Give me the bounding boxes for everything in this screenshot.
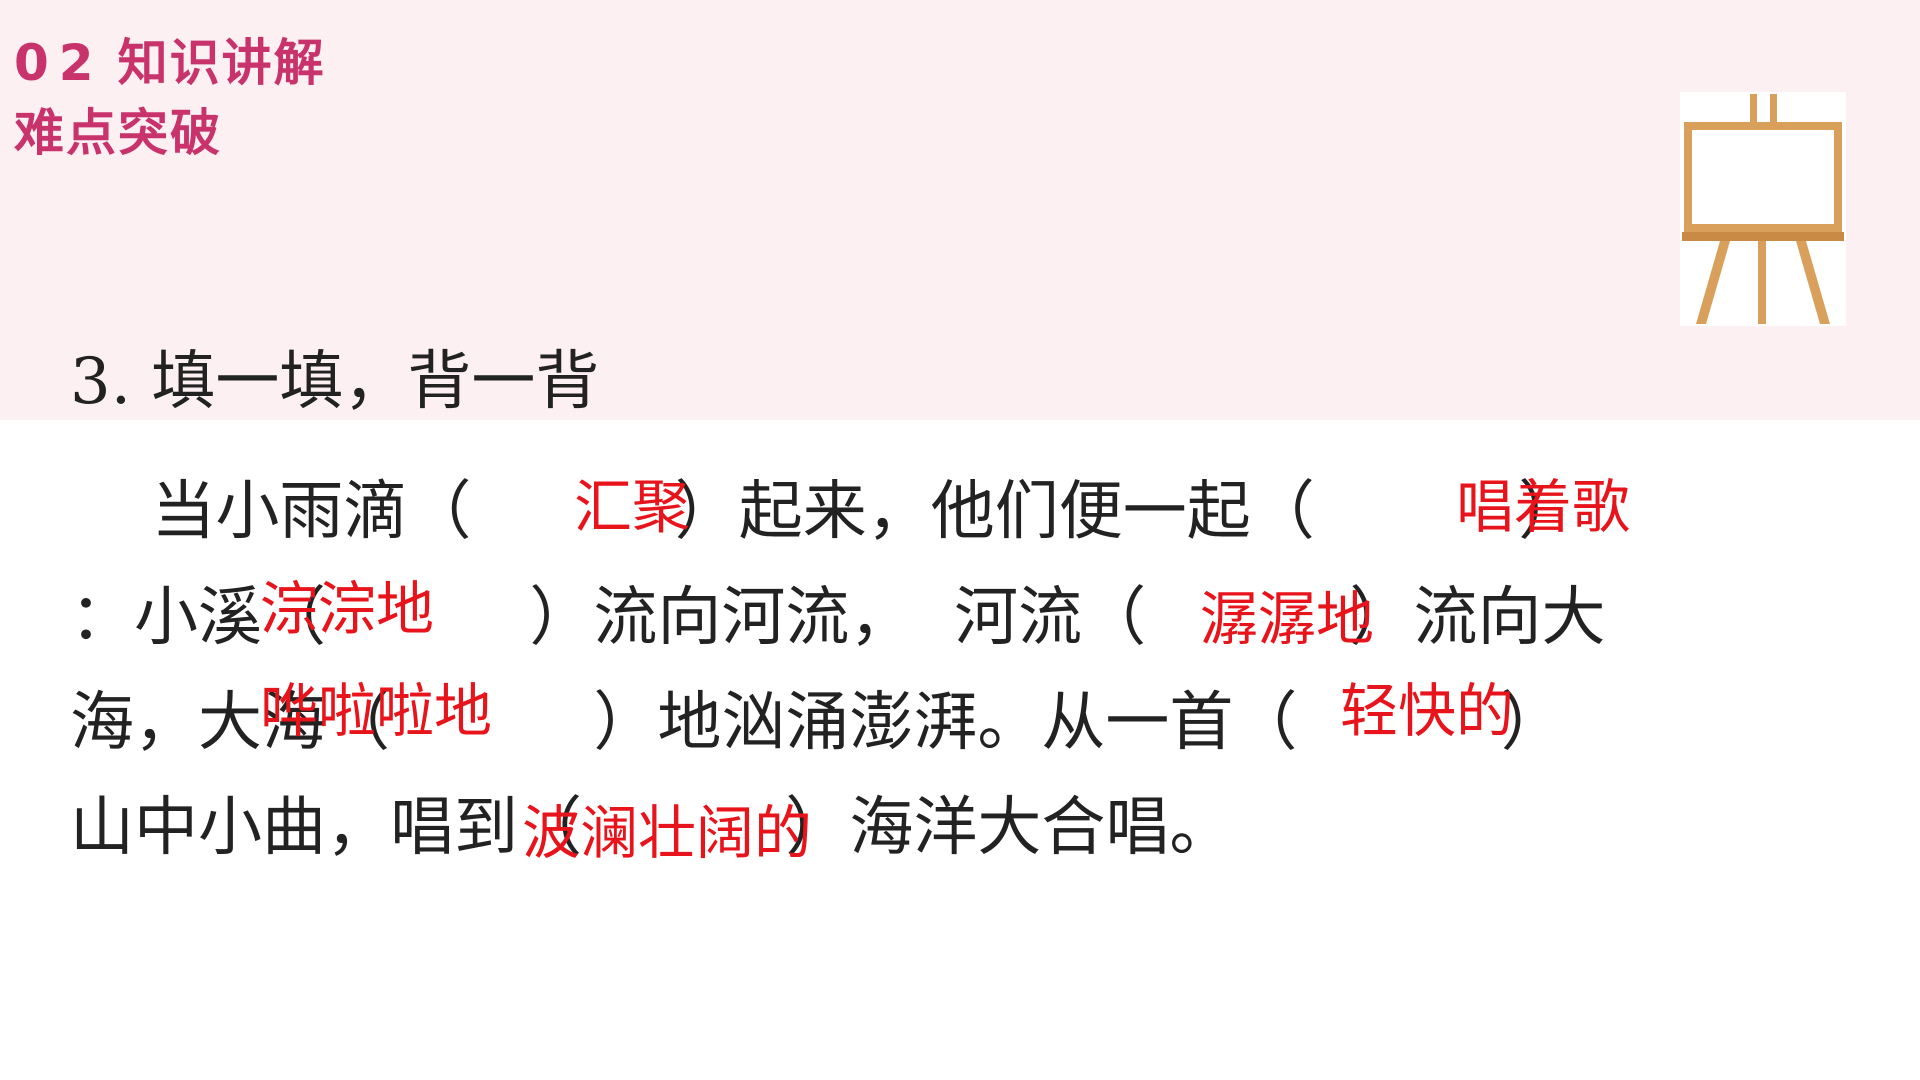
passage-line-3: 海，大海（ ）地汹涌澎湃。从一首（ ） <box>70 686 1565 760</box>
section-title-text: 知识讲解 <box>117 34 326 92</box>
answer-blank-1: 汇聚 <box>574 473 691 541</box>
section-number: 02 <box>14 34 104 92</box>
section-subtitle: 难点突破 <box>14 104 222 162</box>
answer-blank-4: 潺潺地 <box>1200 585 1375 653</box>
answer-blank-3: 淙淙地 <box>260 575 435 643</box>
passage-line-4: 山中小曲，唱到（ ）海洋大合唱。 <box>70 791 1234 865</box>
answer-blank-7: 波澜壮阔的 <box>522 799 813 867</box>
header-band <box>0 0 1920 420</box>
passage-line-2: ：小溪（ ）流向河流， 河流（ ）流向大 <box>70 581 1606 655</box>
answer-blank-6: 轻快的 <box>1340 677 1515 745</box>
passage-line-1: 当小雨滴（ ）起来，他们便一起（ ） <box>70 475 1583 549</box>
answer-blank-2: 唱着歌 <box>1456 473 1631 541</box>
question-title: 3. 填一填，背一背 <box>70 345 600 419</box>
easel-icon <box>1680 92 1846 326</box>
answer-blank-5: 哗啦啦地 <box>260 677 493 745</box>
